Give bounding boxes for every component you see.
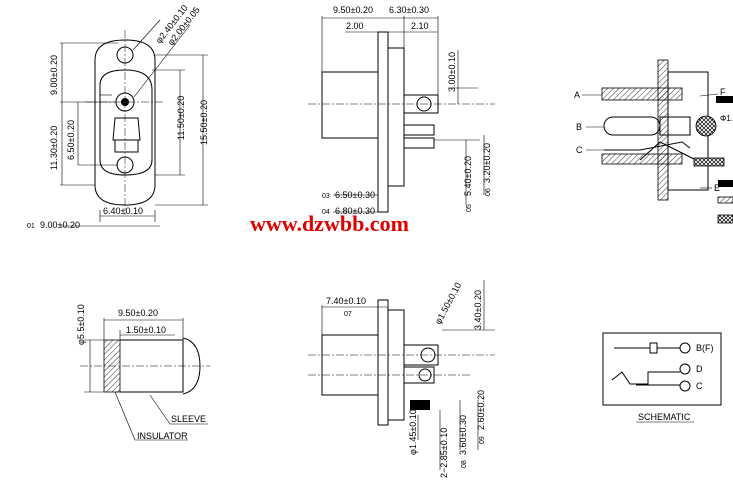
label-insulator: INSULATOR	[137, 431, 188, 441]
schematic-pin-c: C	[696, 381, 703, 391]
section-label-b: B	[576, 122, 582, 132]
section-label-a: A	[574, 90, 580, 100]
section-note-diameter: Φ1.	[720, 114, 733, 123]
dim-top-height: 9.00±0.20	[49, 55, 59, 95]
dim-terminal-length: 5.40±0.20	[463, 156, 473, 196]
schematic: B(F) D C SCHEMATIC	[602, 332, 722, 423]
dim-base-thickness: 6.80±0.30	[335, 206, 375, 216]
dim-sleeve-length: 9.50±0.20	[118, 308, 158, 318]
callout-03: 03	[322, 193, 330, 200]
dim-overall-length: 9.50±0.20	[333, 5, 373, 15]
schematic-pin-bf: B(F)	[696, 343, 714, 353]
dim-terminal-slots: 2−2.85±0.10	[439, 428, 449, 478]
callout-08: 08	[461, 460, 468, 468]
schematic-title: SCHEMATIC	[638, 412, 691, 422]
section-label-f: F	[720, 87, 726, 97]
dim-pin-height: 3.00±0.10	[447, 52, 457, 92]
section-label-e: E	[714, 183, 720, 193]
callout-01: 01	[27, 223, 35, 230]
front-view: φ2.40±0.10 φ2.00±0.05 9.00±0.20 11.30±0.…	[27, 3, 209, 230]
dim-pin-height-bottom: 3.40±0.20	[473, 290, 483, 330]
watermark: www.dzwbb.com	[250, 211, 409, 236]
dim-bottom-height: 11.30±0.20	[49, 126, 59, 170]
dim-rear-length: 6.30±0.30	[389, 5, 429, 15]
callout-04: 04	[322, 209, 330, 216]
callout-09: 09	[479, 436, 486, 444]
dim-hole-spacing: 6.50±0.20	[66, 120, 76, 160]
schematic-pin-d: D	[696, 364, 703, 374]
sleeve-view: φ5.5±0.10 9.50±0.20 1.50±0.10 SLEEVE INS…	[76, 304, 210, 441]
dim-flange-offset: 2.00	[346, 21, 364, 31]
section-view: A B C E F Φ1.	[574, 59, 733, 224]
callout-06: 06	[485, 188, 492, 196]
dim-insulator-length: 1.50±0.10	[126, 325, 166, 335]
dim-bottom-length: 7.40±0.10	[326, 296, 366, 306]
callout-05: 05	[466, 204, 473, 212]
dim-terminal-hole: φ1.45±0.10	[408, 409, 418, 455]
dim-total-height: 15.50±0.20	[199, 100, 209, 145]
dim-terminal-width: 2.60±0.20	[476, 390, 486, 430]
dim-flange-thickness: 6.50±0.30	[335, 190, 375, 200]
dim-sleeve-diameter: φ5.5±0.10	[76, 304, 86, 345]
side-view: 9.50±0.20 6.30±0.30 2.00 2.10 3.00±0.10 …	[308, 5, 495, 216]
dim-terminal-depth: 3.60±0.30	[458, 415, 468, 455]
dim-body-height: 11.50±0.20	[176, 96, 186, 140]
bottom-view: 7.40±0.10 07 φ1.50±0.10 3.40±0.20 φ1.45±…	[308, 280, 495, 478]
section-label-c: C	[576, 145, 583, 155]
dim-flange-width: 6.40±0.10	[103, 206, 143, 216]
dim-terminal-height: 3.20±0.20	[482, 143, 492, 183]
dim-pin-diameter: φ1.50±0.10	[433, 281, 463, 326]
label-sleeve: SLEEVE	[171, 414, 206, 424]
dim-pin-offset: 2.10	[411, 21, 429, 31]
dim-body-width: 9.00±0.20	[40, 220, 80, 230]
callout-07: 07	[344, 311, 352, 318]
